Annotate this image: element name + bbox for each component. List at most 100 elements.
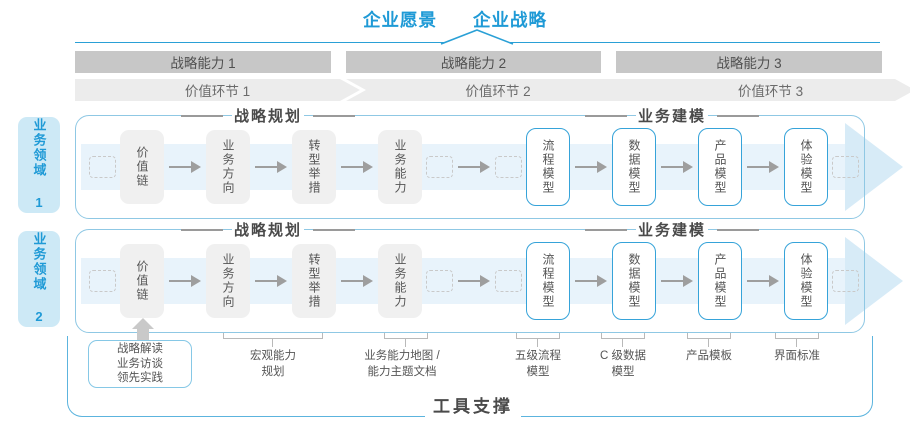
up-arrow-shaft	[137, 329, 149, 341]
section-header-text: 业务建模	[635, 219, 709, 240]
flow-arrow-icon	[574, 275, 608, 287]
box-label: 流程模型	[541, 139, 555, 195]
callout-capability-map-theme-docs: 业务能力地图 / 能力主题文档	[364, 350, 440, 378]
flow-items: 价值链业务方向转型举措业务能力流程模型数据模型产品模型体验模型	[89, 115, 859, 219]
bracket-stem	[796, 339, 797, 347]
box-label: 数据模型	[627, 139, 641, 195]
header-line	[584, 228, 627, 231]
flow-arrow-icon	[660, 161, 694, 173]
callout-five-level-process-model: 五级流程 模型	[515, 350, 561, 378]
bracket-connector	[516, 333, 560, 339]
bracket-stem	[405, 339, 406, 347]
bracket-stem	[708, 339, 709, 347]
input-line: 业务访谈	[117, 357, 163, 370]
bracket-connector	[687, 333, 731, 339]
dashed-placeholder	[426, 270, 453, 292]
value-chain-box: 价值链	[120, 244, 164, 318]
callout-ui-standard: 界面标准	[774, 350, 820, 362]
header-line	[180, 228, 223, 231]
upward-notch-icon	[440, 29, 514, 45]
strategy-inputs-box: 战略解读 业务访谈 领先实践	[88, 340, 192, 388]
input-line: 战略解读	[117, 342, 163, 355]
dashed-placeholder	[495, 270, 522, 292]
data-model-box: 数据模型	[612, 128, 656, 206]
box-label: 业务方向	[221, 253, 235, 309]
bracket-connector	[384, 333, 428, 339]
dashed-placeholder	[426, 156, 453, 178]
flow-row-domain-2: 战略规划 业务建模 价值链 业务方向 转型举措 业务能力 流程模型 数据模型 产品模型 体验模…	[75, 219, 910, 333]
box-label: 体验模型	[799, 253, 813, 309]
box-label: 数据模型	[627, 253, 641, 309]
value-link-chevron-1: 价值环节 1	[75, 79, 360, 101]
box-label: 业务方向	[221, 139, 235, 195]
header-line	[717, 228, 760, 231]
capability-bar-3: 战略能力 3	[616, 51, 882, 73]
capability-bar-1: 战略能力 1	[75, 51, 331, 73]
box-label: 价值链	[135, 260, 149, 302]
callout-c-level-data-model: C 级数据 模型	[600, 350, 646, 378]
header-line	[584, 114, 627, 117]
data-model-box: 数据模型	[612, 242, 656, 320]
value-link-chevron-2: 价值环节 2	[346, 79, 640, 101]
section-header-text: 战略规划	[231, 105, 305, 126]
business-domain-2-label: 业务领域 2	[18, 231, 60, 327]
flow-row-domain-1: 战略规划 业务建模 价值链业务方向转型举措业务能力流程模型数据模型产品模型体验模…	[75, 105, 910, 219]
value-link-chevron-3: 价值环节 3	[616, 79, 910, 101]
experience-model-box: 体验模型	[784, 242, 828, 320]
flow-arrow-icon	[660, 275, 694, 287]
up-arrow-icon	[132, 318, 154, 329]
header-line	[717, 114, 760, 117]
domain-label-text: 业务领域 2	[31, 232, 47, 326]
flow-arrow-icon	[457, 161, 491, 173]
bracket-stem	[272, 339, 273, 347]
tool-support-label: 工具支撑	[425, 392, 521, 417]
bracket-connector	[223, 333, 323, 339]
dashed-placeholder	[89, 156, 116, 178]
box-label: 流程模型	[541, 253, 555, 309]
header-line	[313, 114, 356, 117]
flow-arrow-icon	[746, 275, 780, 287]
section-header-text: 战略规划	[231, 219, 305, 240]
flow-arrow-icon	[254, 275, 288, 287]
business-direction-box: 业务方向	[206, 130, 250, 204]
flow-arrow-icon	[168, 275, 202, 287]
flow-arrow-icon	[168, 161, 202, 173]
business-capability-box: 业务能力	[378, 130, 422, 204]
business-domain-1-label: 业务领域 1	[18, 117, 60, 213]
flow-arrow-icon	[574, 161, 608, 173]
bracket-connector	[775, 333, 819, 339]
bracket-stem	[622, 339, 623, 347]
flow-items: 价值链 业务方向 转型举措 业务能力 流程模型 数据模型 产品模型 体验模型	[89, 229, 859, 333]
flow-arrow-icon	[254, 161, 288, 173]
input-line: 领先实践	[117, 372, 163, 385]
experience-model-box: 体验模型	[784, 128, 828, 206]
box-label: 体验模型	[799, 139, 813, 195]
flow-arrow-icon	[340, 275, 374, 287]
box-label: 产品模型	[713, 253, 727, 309]
box-label: 转型举措	[307, 253, 321, 309]
dashed-placeholder	[832, 156, 859, 178]
section-header-strategic-planning: 战略规划	[180, 105, 356, 126]
header-line	[313, 228, 356, 231]
bracket-stem	[537, 339, 538, 347]
header-line	[180, 114, 223, 117]
dashed-placeholder	[495, 156, 522, 178]
flow-arrow-icon	[746, 161, 780, 173]
business-capability-box: 业务能力	[378, 244, 422, 318]
value-chain-box: 价值链	[120, 130, 164, 204]
enterprise-strategy-label: 企业战略	[473, 10, 547, 30]
product-model-box: 产品模型	[698, 242, 742, 320]
callout-product-template: 产品模板	[686, 350, 732, 362]
business-direction-box: 业务方向	[206, 244, 250, 318]
box-label: 产品模型	[713, 139, 727, 195]
dashed-placeholder	[89, 270, 116, 292]
bracket-connector	[601, 333, 645, 339]
flow-arrow-icon	[340, 161, 374, 173]
box-label: 业务能力	[393, 253, 407, 309]
section-header-business-modeling: 业务建模	[584, 105, 760, 126]
product-model-box: 产品模型	[698, 128, 742, 206]
process-model-box: 流程模型	[526, 242, 570, 320]
diagram-title: 企业愿景 企业战略	[0, 7, 910, 32]
section-header-business-modeling: 业务建模	[584, 219, 760, 240]
